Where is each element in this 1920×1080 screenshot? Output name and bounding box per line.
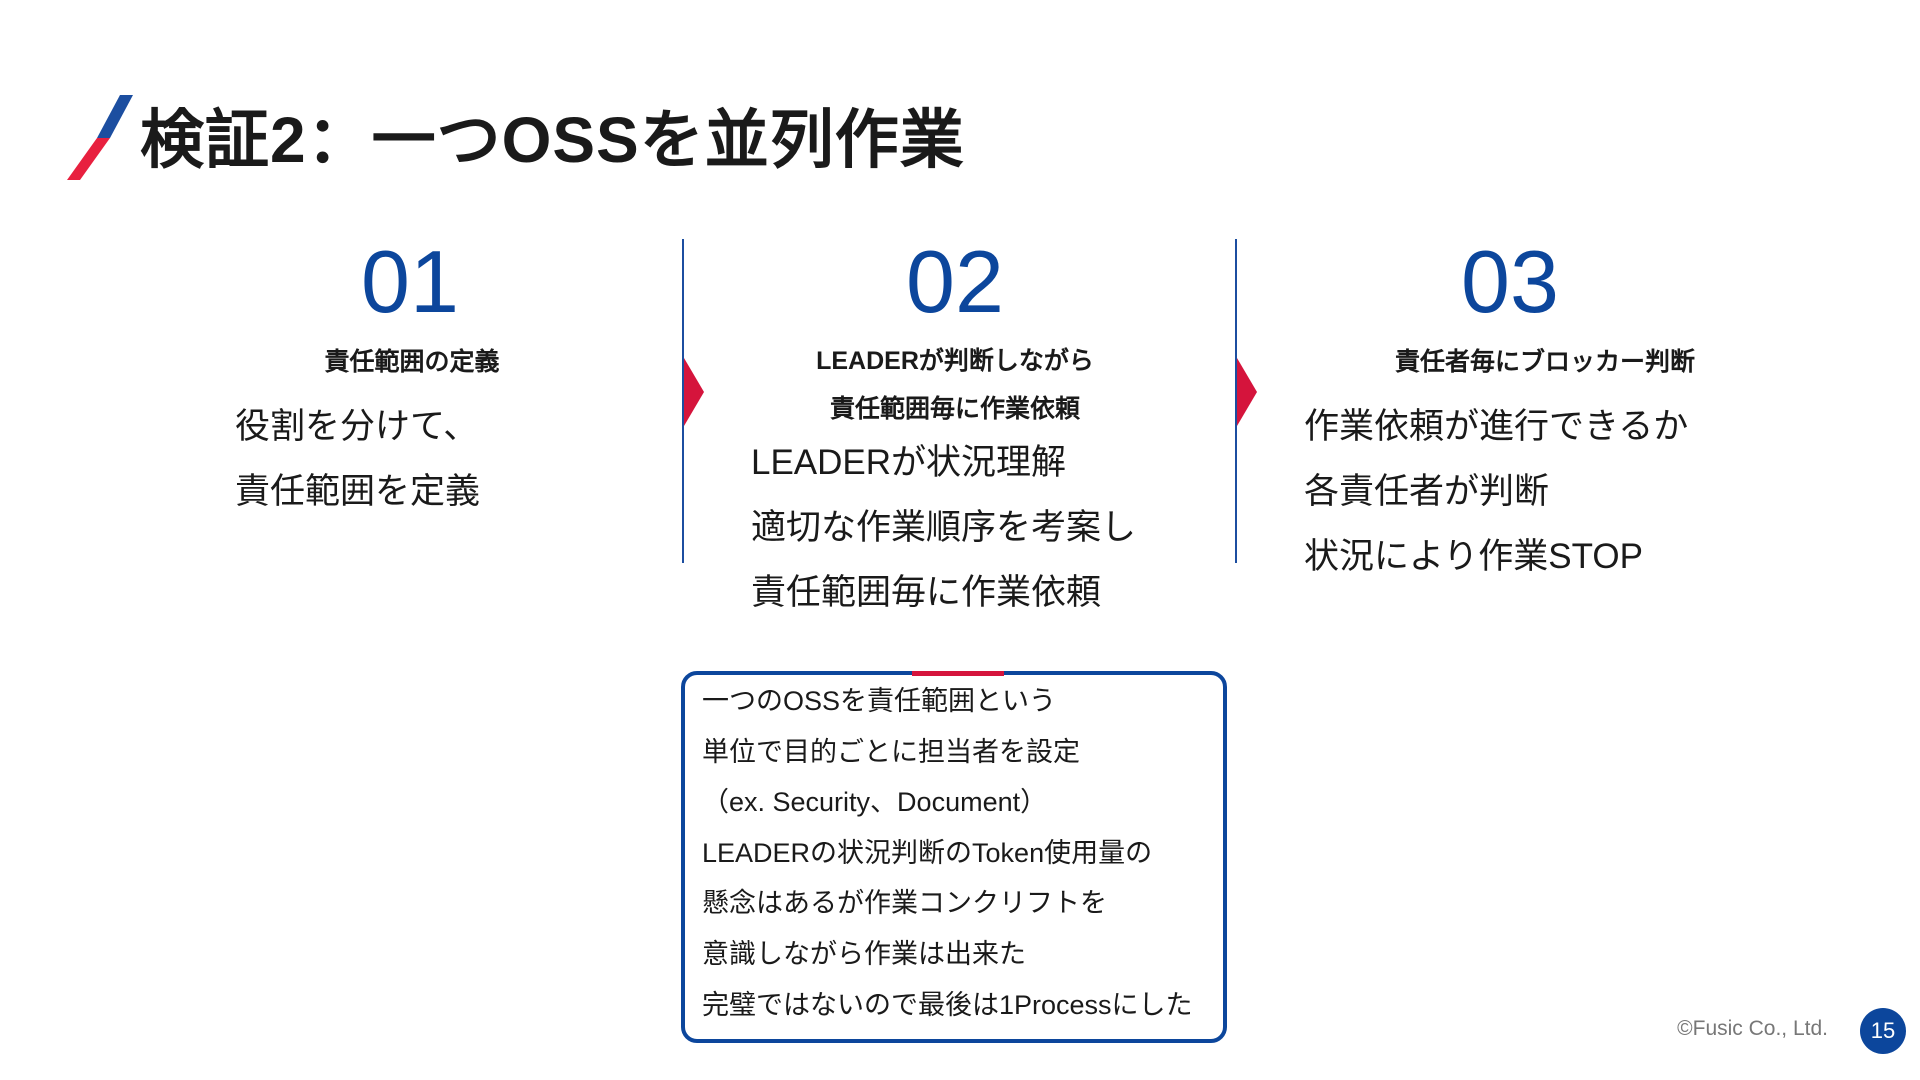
step-body-02: LEADERが状況理解 適切な作業順序を考案し 責任範囲毎に作業依頼 [751, 430, 1136, 625]
note-line: 一つのOSSを責任範囲という [702, 686, 1057, 716]
step-number-02: 02 [906, 232, 1004, 331]
note-line: 意識しながら作業は出来た [702, 938, 1026, 969]
page-number-badge: 15 [1860, 1008, 1906, 1054]
note-line: 完璧ではないので最後は1Processにした [702, 989, 1193, 1020]
subtitle-line: LEADERが判断しながら [816, 347, 1094, 375]
body-line: 作業依頼が進行できるか [1304, 407, 1689, 446]
body-line: 役割を分けて、 [235, 407, 479, 446]
body-line: 責任範囲毎に作業依頼 [751, 573, 1102, 612]
arrow-right-icon [1237, 358, 1257, 426]
note-line: （ex. Security、Document） [702, 787, 1048, 818]
step-subtitle-01: 責任範囲の定義 [182, 338, 642, 386]
step-number-01: 01 [361, 232, 459, 331]
note-line: LEADERの状況判断のToken使用量の [702, 837, 1153, 868]
page-title: 検証2：一つOSSを並列作業 [140, 104, 965, 176]
subtitle-line: 責任範囲毎に作業依頼 [829, 395, 1080, 423]
copyright: ©Fusic Co., Ltd. [1677, 1017, 1828, 1040]
step-body-01: 役割を分けて、 責任範囲を定義 [235, 394, 480, 524]
body-line: 責任範囲を定義 [235, 472, 481, 511]
column-divider [1235, 239, 1237, 563]
subtitle-line: 責任者毎にブロッカー判断 [1394, 348, 1695, 376]
subtitle-line: 責任範囲の定義 [324, 348, 500, 376]
step-subtitle-03: 責任者毎にブロッカー判断 [1315, 338, 1775, 386]
note-text: 一つのOSSを責任範囲という 単位で目的ごとに担当者を設定 （ex. Secur… [702, 676, 1193, 1030]
body-line: 適切な作業順序を考案し [751, 508, 1137, 547]
logo-slash-icon [67, 95, 133, 180]
note-line: 単位で目的ごとに担当者を設定 [702, 736, 1080, 767]
arrow-right-icon [684, 358, 704, 426]
body-line: 各責任者が判断 [1304, 472, 1550, 511]
column-divider [682, 239, 684, 563]
step-number-03: 03 [1461, 232, 1559, 331]
step-subtitle-02: LEADERが判断しながら 責任範囲毎に作業依頼 [725, 337, 1185, 433]
body-line: 状況により作業STOP [1304, 537, 1643, 576]
body-line: LEADERが状況理解 [751, 443, 1067, 482]
note-line: 懸念はあるが作業コンクリフトを [702, 888, 1107, 919]
note-accent-bar [912, 671, 1004, 676]
step-body-03: 作業依頼が進行できるか 各責任者が判断 状況により作業STOP [1304, 394, 1688, 589]
